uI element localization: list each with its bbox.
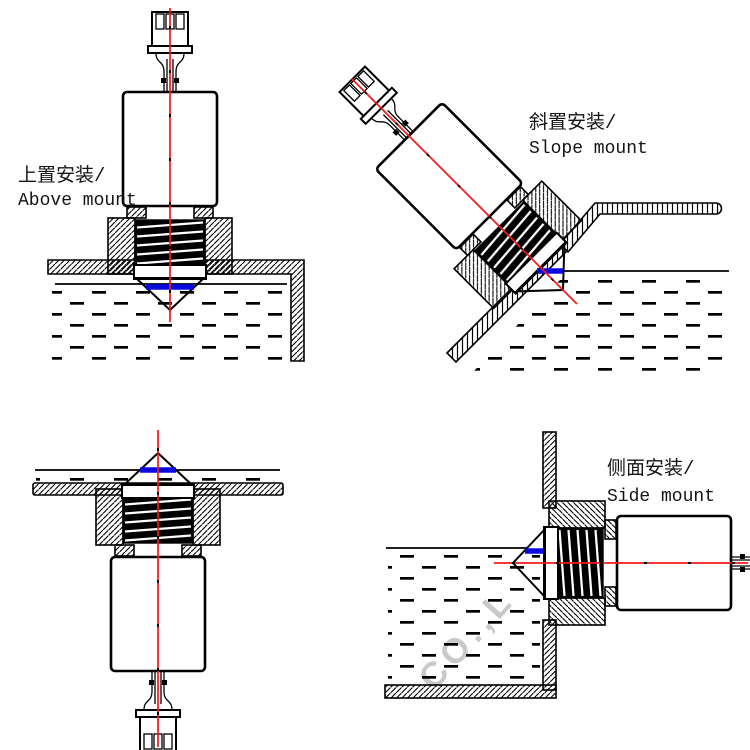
tank-wall-lower bbox=[542, 619, 557, 691]
above-mount-label-en: Above mount bbox=[18, 191, 137, 211]
liquid-dashes bbox=[36, 472, 278, 482]
diagram-above-mount: 上置安装/ Above mount bbox=[18, 8, 305, 366]
above-mount-label-zh: 上置安装/ bbox=[18, 164, 105, 187]
liquid-dashes bbox=[388, 553, 540, 683]
side-mount-label-en: Side mount bbox=[607, 487, 715, 507]
diagram-side-mount: CO.,L 侧面安装/ Side mount bbox=[384, 431, 750, 699]
slope-mount-label-zh: 斜置安装/ bbox=[529, 111, 616, 134]
tank-bottom bbox=[384, 684, 557, 699]
diagram-slope-mount: 斜置安装/ Slope mount bbox=[307, 34, 729, 371]
tank-wall-upper bbox=[542, 431, 557, 509]
slope-mount-label-en: Slope mount bbox=[529, 139, 648, 159]
centerline bbox=[351, 78, 578, 305]
diagram-below-mount bbox=[32, 430, 284, 750]
liquid-dashes bbox=[474, 277, 728, 371]
liquid-dashes bbox=[52, 290, 290, 366]
tank-wall-top bbox=[558, 202, 723, 254]
side-mount-label-zh: 侧面安装/ bbox=[607, 457, 694, 480]
tank-wall bbox=[47, 259, 305, 362]
